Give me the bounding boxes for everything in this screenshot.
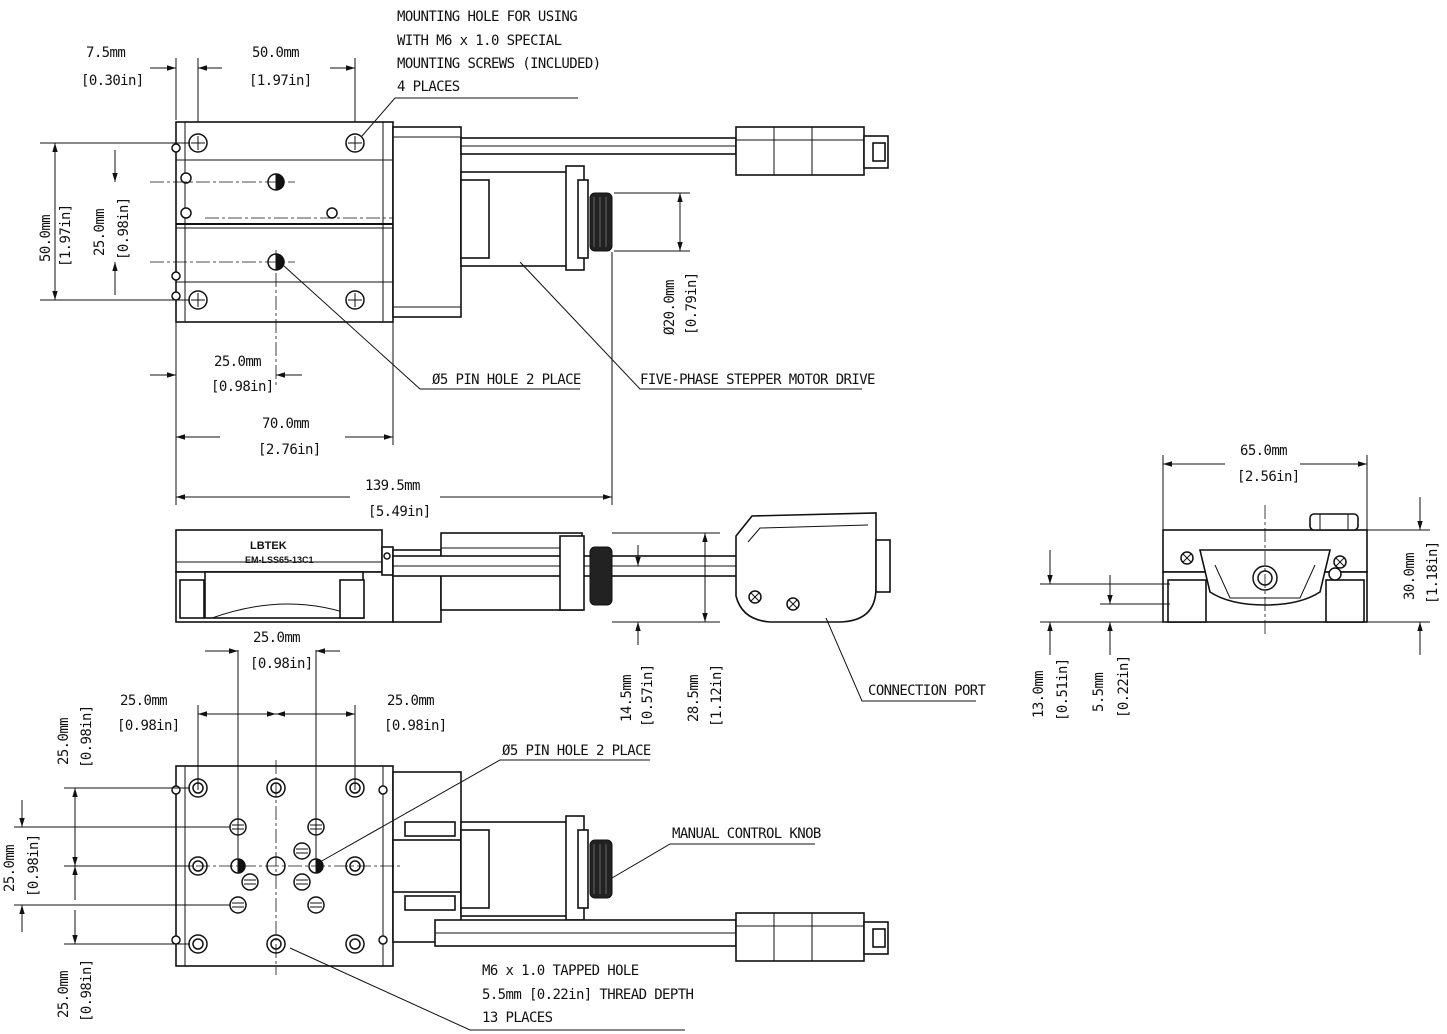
manual-knob-note: MANUAL CONTROL KNOB bbox=[672, 826, 821, 842]
mount-hole-note-4: 4 PLACES bbox=[397, 79, 460, 95]
dim-dia20-in: [0.79in] bbox=[684, 272, 700, 335]
dim-14-5-mm: 14.5mm bbox=[619, 675, 635, 722]
dim-139-mm: 139.5mm bbox=[365, 478, 420, 494]
dim-50-left-mm: 50.0mm bbox=[38, 215, 54, 262]
bottom-view: 25.0mm [0.98in] 25.0mm [0.98in] 25.0mm [… bbox=[2, 630, 889, 1031]
tapped-hole-note-1: M6 x 1.0 TAPPED HOLE bbox=[482, 963, 639, 979]
top-view: MOUNTING HOLE FOR USING WITH M6 x 1.0 SP… bbox=[38, 9, 889, 520]
dim-bot-right-25-in: [0.98in] bbox=[384, 718, 447, 734]
connection-port-note: CONNECTION PORT bbox=[868, 683, 987, 699]
mounting-hole-icon bbox=[188, 133, 365, 310]
dim-bot-v3-mm: 25.0mm bbox=[56, 971, 72, 1018]
dim-25-left-in: [0.98in] bbox=[116, 197, 132, 260]
side-screw-icon bbox=[180, 172, 192, 184]
tapped-hole-note-3: 13 PLACES bbox=[482, 1010, 553, 1026]
pin-hole-note-top: Ø5 PIN HOLE 2 PLACE bbox=[432, 372, 581, 388]
dim-25-mid-mm: 25.0mm bbox=[214, 354, 261, 370]
dim-dia20-mm: Ø20.0mm bbox=[662, 280, 678, 335]
dim-30-in: [1.18in] bbox=[1425, 541, 1441, 604]
product-brand: LBTEK bbox=[250, 540, 287, 552]
dim-bot-v1-mm: 25.0mm bbox=[56, 718, 72, 765]
dim-bot-left-25-in: [0.98in] bbox=[117, 718, 180, 734]
mount-hole-note-3: MOUNTING SCREWS (INCLUDED) bbox=[397, 56, 601, 72]
dim-65-mm: 65.0mm bbox=[1240, 443, 1287, 459]
dim-7-5-in: [0.30in] bbox=[81, 73, 144, 89]
dim-70-mm: 70.0mm bbox=[262, 416, 309, 432]
dim-139-in: [5.49in] bbox=[368, 504, 431, 520]
dim-65-in: [2.56in] bbox=[1237, 469, 1300, 485]
cable-connector bbox=[735, 126, 865, 176]
side-view: LBTEK EM-LSS65-13C1 14.5mm [0.57in] 28.5… bbox=[175, 512, 987, 727]
end-view: 65.0mm [2.56in] 30.0mm [1.18in] 13.0mm [… bbox=[1031, 443, 1441, 721]
dim-bot-right-25-mm: 25.0mm bbox=[387, 693, 434, 709]
pin-hole-note-bottom: Ø5 PIN HOLE 2 PLACE bbox=[502, 743, 651, 759]
dim-13-mm: 13.0mm bbox=[1031, 671, 1047, 718]
tapped-hole-note-2: 5.5mm [0.22in] THREAD DEPTH bbox=[482, 987, 694, 1003]
dim-50-top-mm: 50.0mm bbox=[252, 45, 299, 61]
dim-28-5-in: [1.12in] bbox=[709, 664, 725, 727]
dim-bot-left-25-mm: 25.0mm bbox=[120, 693, 167, 709]
dim-30-mm: 30.0mm bbox=[1402, 553, 1418, 600]
dim-bot-top-25-in: [0.98in] bbox=[250, 656, 313, 672]
dim-25-left-mm: 25.0mm bbox=[92, 209, 108, 256]
dim-bot-v2-in: [0.98in] bbox=[26, 834, 42, 897]
dim-5-5-mm: 5.5mm bbox=[1091, 673, 1107, 712]
motor-drive-note: FIVE-PHASE STEPPER MOTOR DRIVE bbox=[640, 372, 875, 388]
mount-hole-note-1: MOUNTING HOLE FOR USING bbox=[397, 9, 577, 25]
product-model: EM-LSS65-13C1 bbox=[245, 555, 314, 565]
dim-bot-v2-mm: 25.0mm bbox=[2, 845, 18, 892]
dim-5-5-in: [0.22in] bbox=[1116, 655, 1132, 718]
dim-50-top-in: [1.97in] bbox=[249, 73, 312, 89]
dim-28-5-mm: 28.5mm bbox=[686, 675, 702, 722]
manual-knob-icon bbox=[589, 192, 613, 252]
side-carriage bbox=[175, 529, 383, 573]
dim-7-5-mm: 7.5mm bbox=[86, 45, 125, 61]
dim-bot-v3-in: [0.98in] bbox=[79, 959, 95, 1022]
dim-bot-top-25-mm: 25.0mm bbox=[253, 630, 300, 646]
dim-50-left-in: [1.97in] bbox=[58, 204, 74, 267]
connection-port-housing bbox=[735, 512, 877, 623]
dim-13-in: [0.51in] bbox=[1055, 658, 1071, 721]
top-carriage-body bbox=[175, 121, 394, 323]
dim-14-5-in: [0.57in] bbox=[640, 664, 656, 727]
dim-bot-v1-in: [0.98in] bbox=[79, 705, 95, 768]
dim-25-mid-in: [0.98in] bbox=[211, 379, 274, 395]
mount-hole-note-2: WITH M6 x 1.0 SPECIAL bbox=[397, 33, 562, 49]
dim-70-in: [2.76in] bbox=[258, 442, 321, 458]
